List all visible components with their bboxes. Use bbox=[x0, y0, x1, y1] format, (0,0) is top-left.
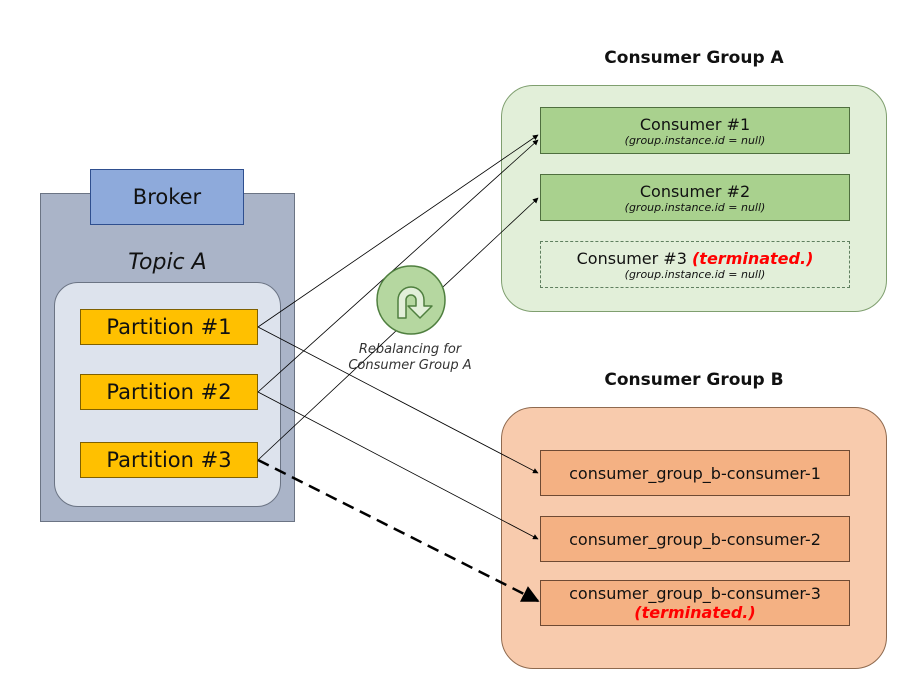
group-a-title: Consumer Group A bbox=[604, 48, 784, 68]
consumer-name: Consumer #3 bbox=[576, 249, 687, 268]
consumer-name: Consumer #2 bbox=[639, 182, 751, 201]
partition-3: Partition #3 bbox=[80, 442, 258, 478]
group-a-consumer-1: Consumer #1 (group.instance.id = null) bbox=[540, 107, 850, 154]
partition-1: Partition #1 bbox=[80, 309, 258, 345]
connector-p1-b1 bbox=[257, 326, 539, 474]
group-b-consumer-3: consumer_group_b-consumer-3 (terminated.… bbox=[540, 580, 850, 626]
consumer-name: Consumer #1 bbox=[639, 115, 751, 134]
consumer-name: consumer_group_b-consumer-1 bbox=[569, 463, 821, 483]
group-a-consumer-2: Consumer #2 (group.instance.id = null) bbox=[540, 174, 850, 221]
rebalance-label-line-2: Consumer Group A bbox=[348, 358, 472, 373]
group-b-consumer-1: consumer_group_b-consumer-1 bbox=[540, 450, 850, 496]
consumer-instance-id: (group.instance.id = null) bbox=[624, 268, 766, 281]
terminated-label: (terminated.) bbox=[634, 603, 756, 622]
topic-label: Topic A bbox=[128, 250, 207, 275]
rebalance-label-line-1: Rebalancing for bbox=[358, 342, 462, 357]
consumer-instance-id: (group.instance.id = null) bbox=[624, 134, 766, 147]
group-a-consumer-3: Consumer #3 (terminated.) (group.instanc… bbox=[540, 241, 850, 288]
rebalance-arrow-icon bbox=[376, 265, 446, 335]
group-b-title: Consumer Group B bbox=[604, 370, 784, 390]
consumer-name: consumer_group_b-consumer-3 bbox=[569, 584, 821, 603]
terminated-label: (terminated.) bbox=[691, 249, 814, 268]
connector-p3-b3 bbox=[257, 458, 540, 603]
consumer-instance-id: (group.instance.id = null) bbox=[624, 201, 766, 214]
group-b-consumer-2: consumer_group_b-consumer-2 bbox=[540, 516, 850, 562]
partition-2: Partition #2 bbox=[80, 374, 258, 410]
rebalance-label: Rebalancing for Consumer Group A bbox=[330, 342, 490, 374]
connector-p2-b2 bbox=[257, 391, 539, 540]
consumer-name: consumer_group_b-consumer-2 bbox=[569, 529, 821, 549]
connector-p2-a1 bbox=[257, 139, 539, 393]
connector-p1-a1 bbox=[257, 134, 539, 328]
broker-label: Broker bbox=[90, 169, 244, 225]
